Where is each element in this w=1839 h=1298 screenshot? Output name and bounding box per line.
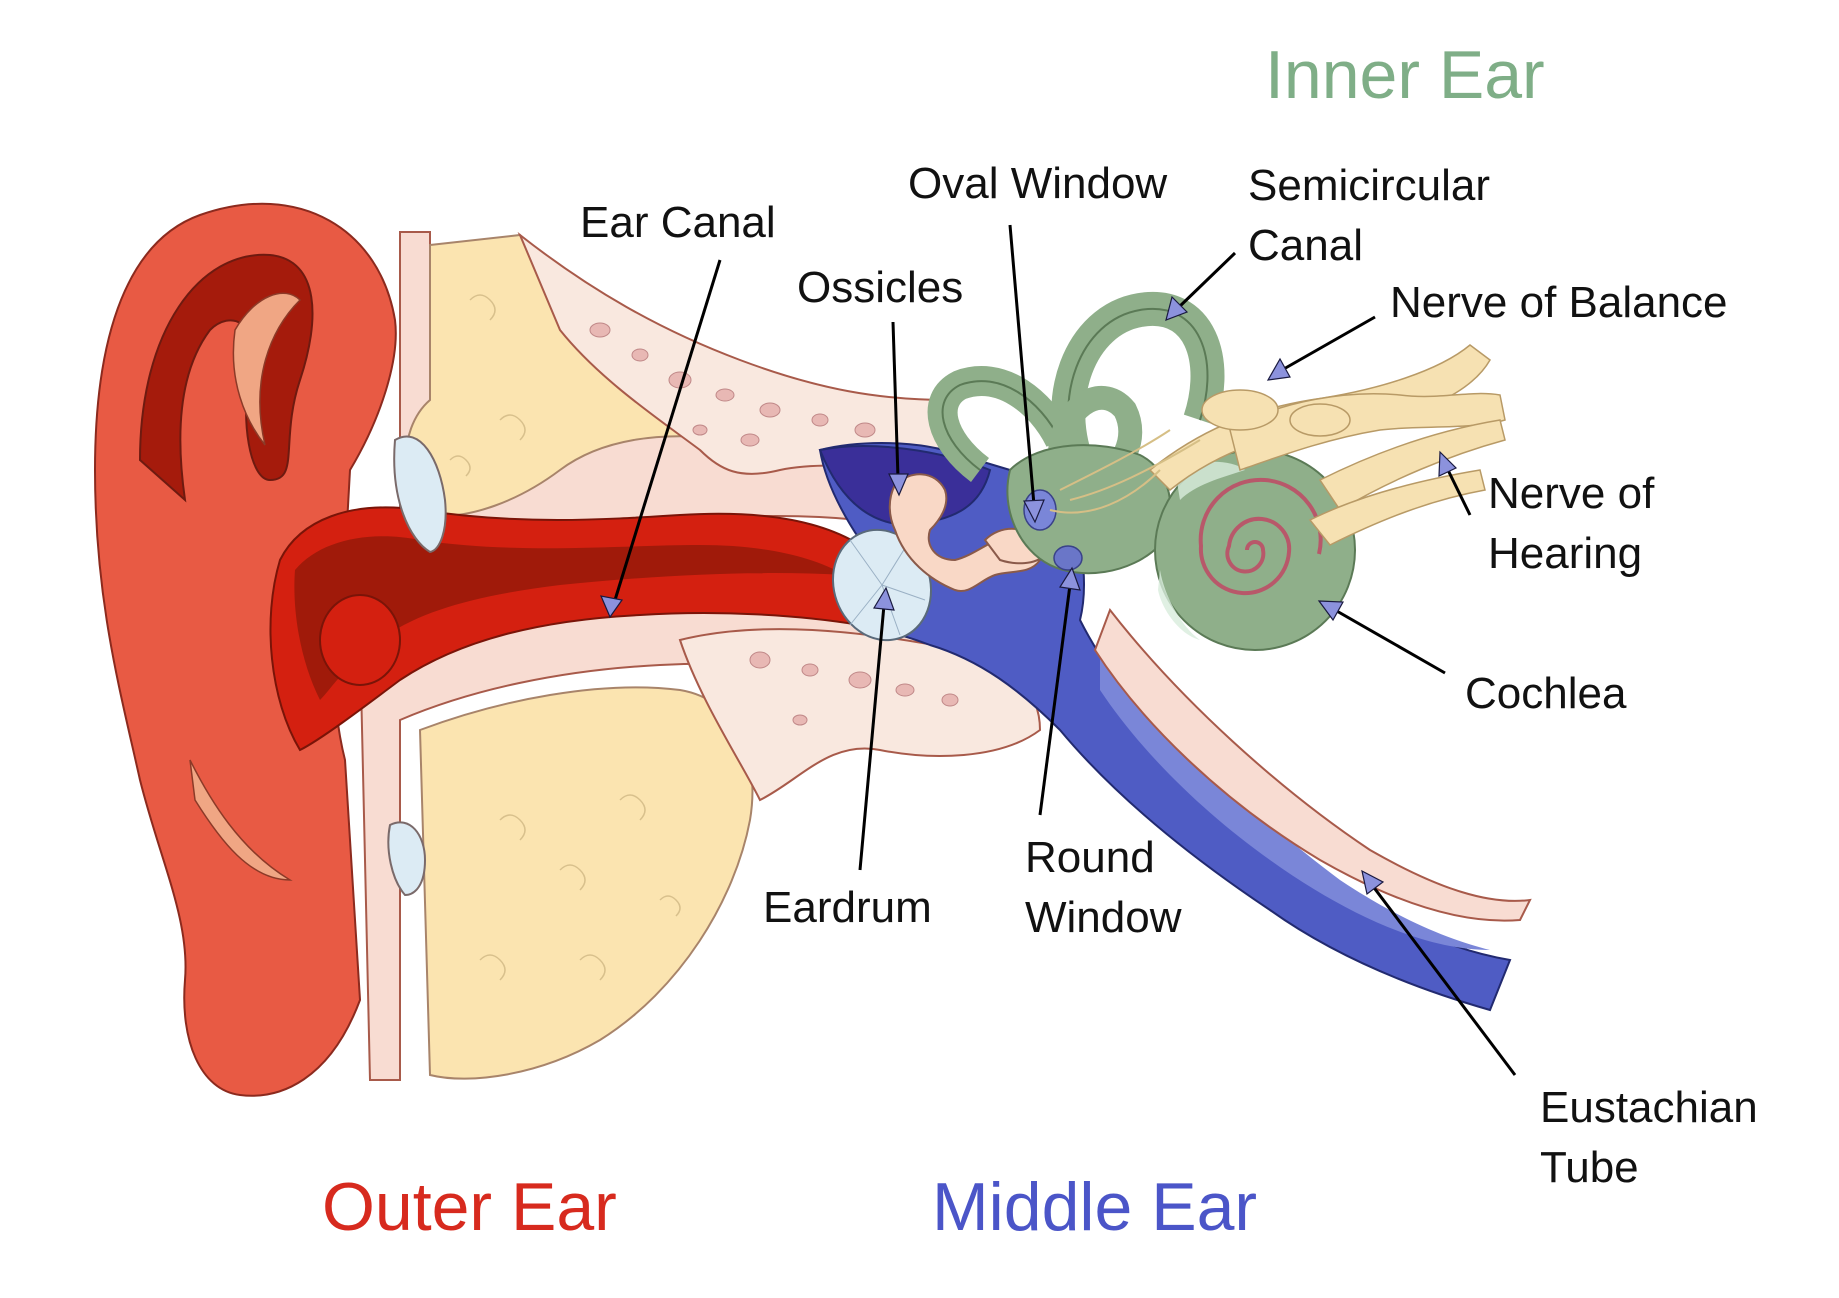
leader-semicircular-canal: [1176, 251, 1237, 310]
label-oval-window: Oval Window: [908, 159, 1167, 208]
leader-ear-canal: [613, 259, 722, 601]
label-eustachian-line2: Tube: [1540, 1143, 1639, 1192]
cartilage-lower: [418, 686, 754, 1080]
label-nerve-of-balance: Nerve of Balance: [1390, 278, 1728, 327]
helix-rim-highlight: [189, 759, 293, 881]
canal-gland-lower: [387, 821, 427, 897]
arrowhead-eardrum: [872, 586, 895, 611]
fat-texture: [449, 294, 681, 981]
label-round-window: Round Window: [1025, 833, 1182, 942]
ear-canal-shadow: [294, 536, 845, 700]
leader-lines: [600, 224, 1517, 1076]
nerve-fibers: [1049, 429, 1201, 514]
leader-round-window: [1038, 584, 1072, 816]
arrowhead-cochlea: [1317, 600, 1344, 622]
leader-cochlea: [1334, 608, 1446, 675]
label-ossicles: Ossicles: [797, 263, 963, 312]
label-semicircular-line1: Semicircular: [1248, 161, 1490, 210]
arrowhead-ear-canal: [600, 595, 624, 619]
ear-illustration: [93, 202, 1532, 1097]
label-round-window-line2: Window: [1025, 893, 1182, 942]
label-semicircular-canal: Semicircular Canal: [1248, 161, 1502, 270]
bone-texture: [589, 322, 959, 726]
structure-labels: Ear Canal Ossicles Oval Window Semicircu…: [580, 159, 1770, 1192]
arrowhead-semicircular-canal: [1165, 295, 1189, 321]
cochlea-spiral: [1198, 477, 1323, 596]
cochlea-highlight-2: [1158, 570, 1200, 640]
arrowhead-ossicles: [888, 473, 909, 497]
label-eustachian-line1: Eustachian: [1540, 1083, 1758, 1132]
leader-ossicles: [891, 321, 900, 479]
eustachian-wall: [1093, 607, 1532, 922]
label-eardrum: Eardrum: [763, 883, 932, 932]
label-eustachian-tube: Eustachian Tube: [1540, 1083, 1770, 1192]
nerves: [1148, 344, 1506, 546]
canal-gland-upper: [393, 435, 447, 554]
arrowhead-eustachian-tube: [1361, 869, 1385, 896]
label-round-window-line1: Round: [1025, 833, 1155, 882]
label-cochlea: Cochlea: [1465, 669, 1627, 718]
label-ear-canal: Ear Canal: [580, 198, 776, 247]
region-titles: Inner Ear Outer Ear Middle Ear: [322, 37, 1545, 1245]
leader-eardrum: [858, 604, 886, 871]
arrowhead-round-window: [1059, 566, 1081, 591]
region-middle-ear: Middle Ear: [932, 1169, 1257, 1245]
arrowhead-nerve-of-balance: [1266, 357, 1291, 381]
antihelix: [232, 292, 302, 446]
label-nerve-of-hearing: Nerve of Hearing: [1488, 469, 1667, 578]
arrowhead-oval-window: [1023, 499, 1045, 524]
region-inner-ear: Inner Ear: [1265, 37, 1545, 113]
arrowhead-nerve-of-hearing: [1438, 450, 1458, 477]
label-nerve-of-hearing-line1: Nerve of: [1488, 469, 1655, 518]
leader-nerve-of-balance: [1281, 315, 1376, 372]
leader-oval-window: [1008, 224, 1036, 506]
label-nerve-of-hearing-line2: Hearing: [1488, 529, 1642, 578]
tragus-cavity: [319, 594, 401, 686]
round-window-membrane: [1053, 545, 1083, 571]
leader-eustachian-tube: [1370, 884, 1517, 1076]
leader-nerve-of-hearing: [1445, 467, 1472, 516]
region-outer-ear: Outer Ear: [322, 1169, 617, 1245]
label-semicircular-line2: Canal: [1248, 221, 1363, 270]
